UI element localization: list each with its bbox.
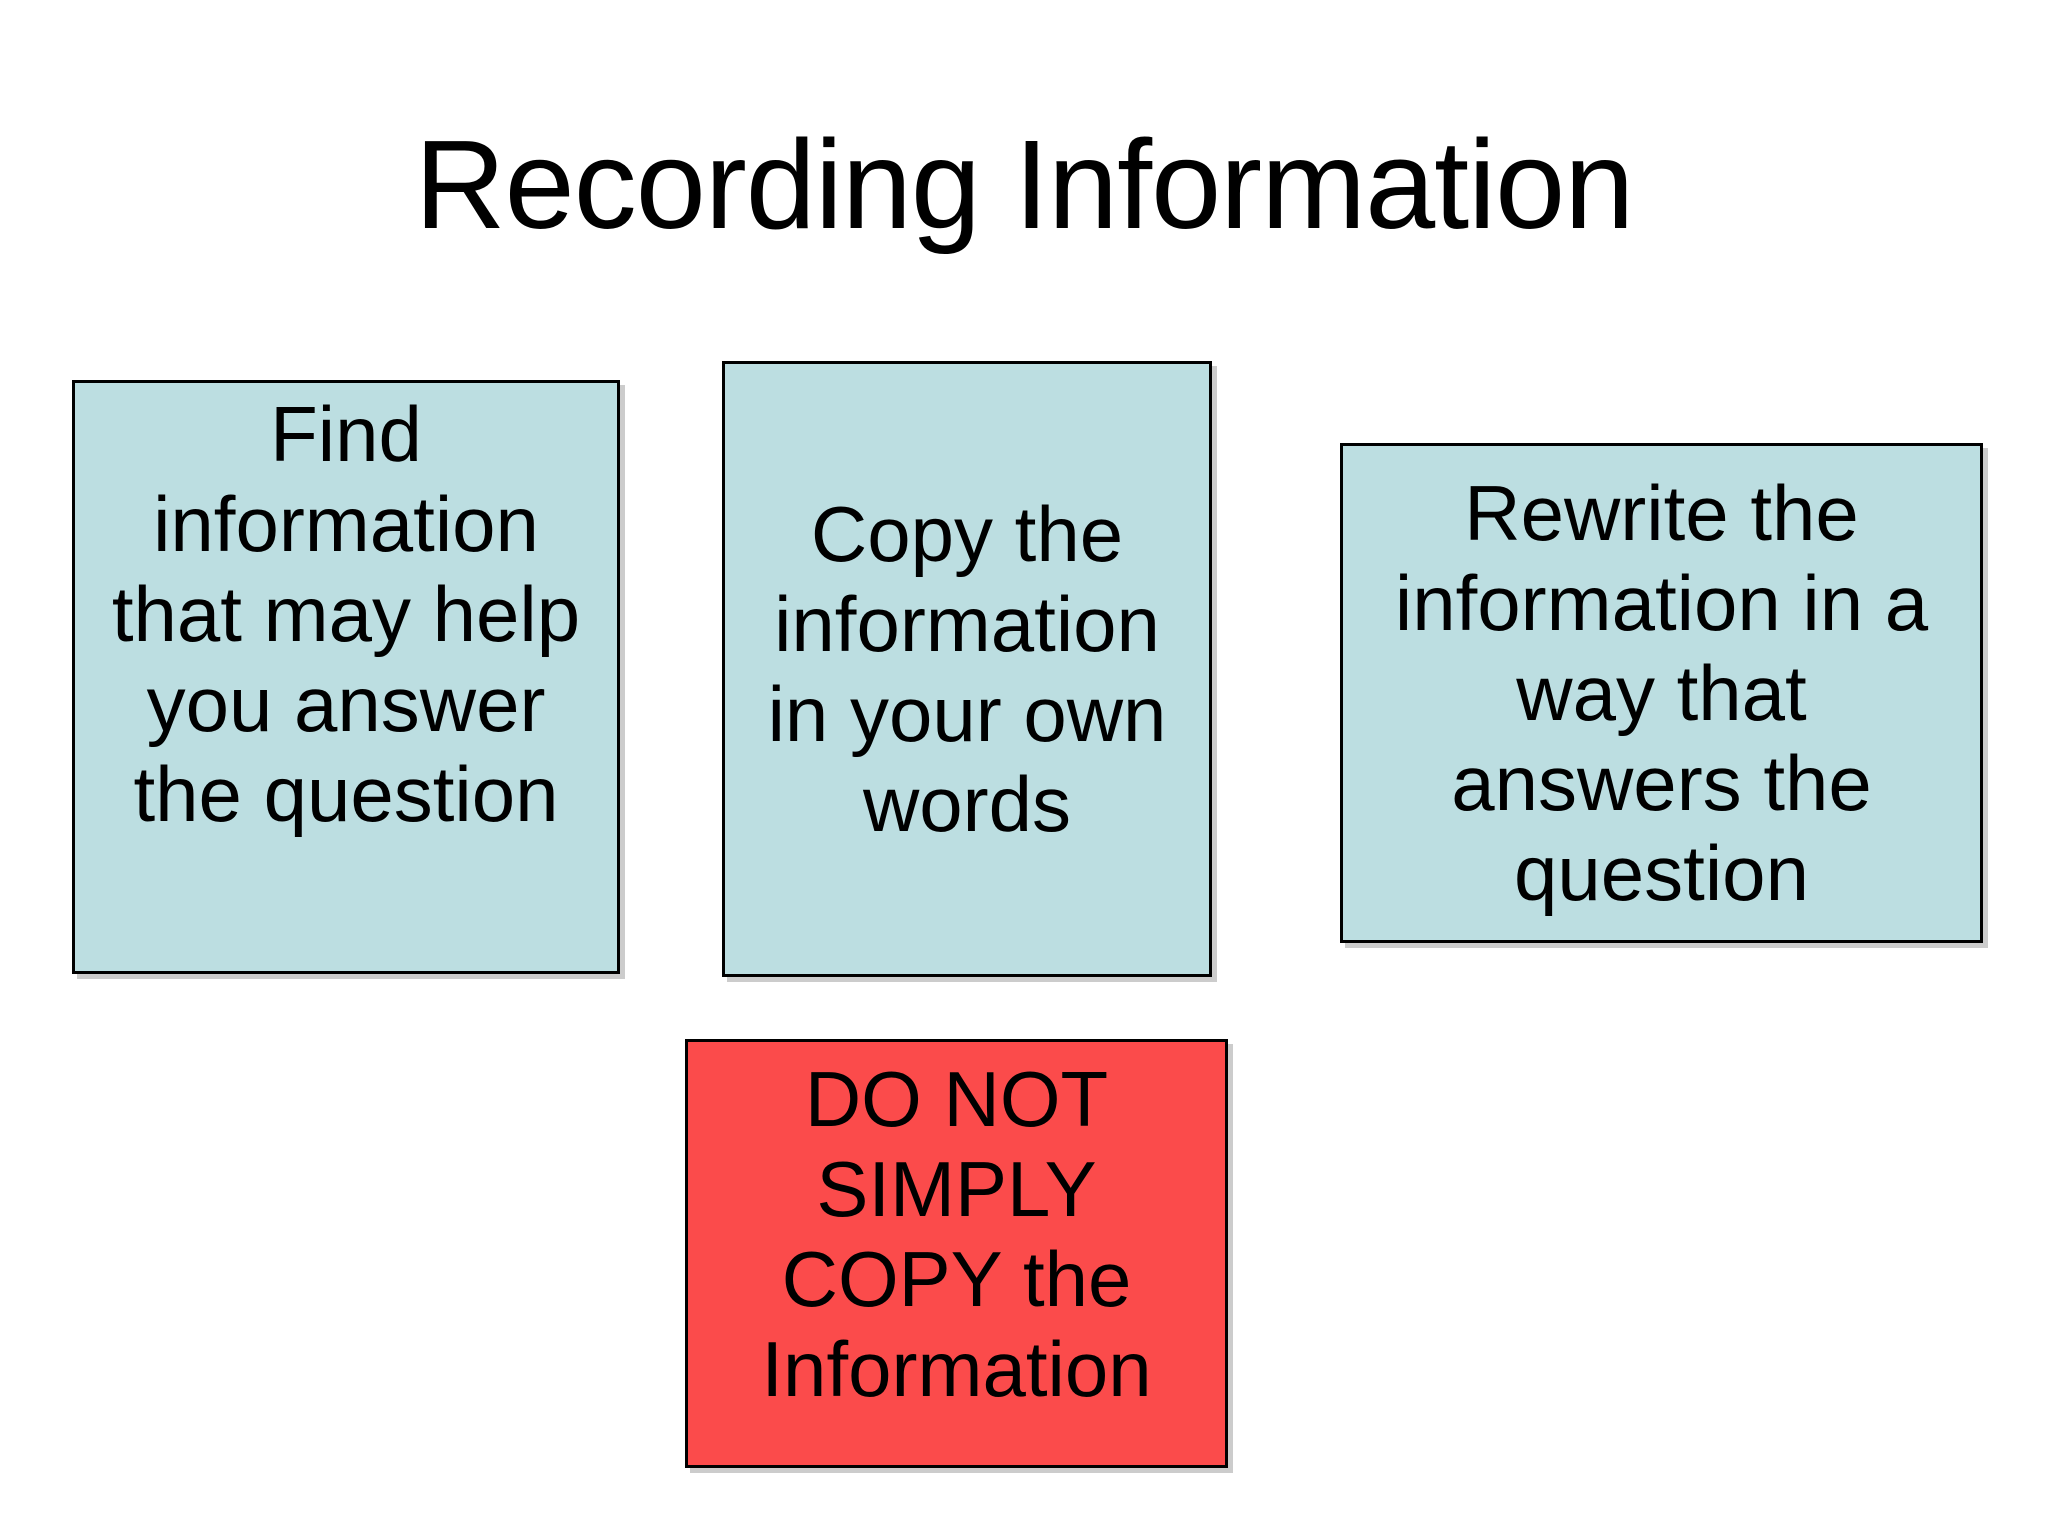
box-rewrite-information-text: Rewrite the information in a way that an… xyxy=(1394,469,1929,917)
box-find-information: Find information that may help you answe… xyxy=(72,380,620,974)
box-copy-information: Copy the information in your own words xyxy=(722,361,1212,977)
page-title: Recording Information xyxy=(414,114,1635,255)
box-copy-information-text: Copy the information in your own words xyxy=(767,490,1167,848)
box-warning-do-not-copy-text: DO NOT SIMPLY COPY the Information xyxy=(761,1055,1152,1413)
box-find-information-text: Find information that may help you answe… xyxy=(111,390,581,838)
box-warning-do-not-copy: DO NOT SIMPLY COPY the Information xyxy=(685,1039,1228,1468)
box-rewrite-information: Rewrite the information in a way that an… xyxy=(1340,443,1983,943)
